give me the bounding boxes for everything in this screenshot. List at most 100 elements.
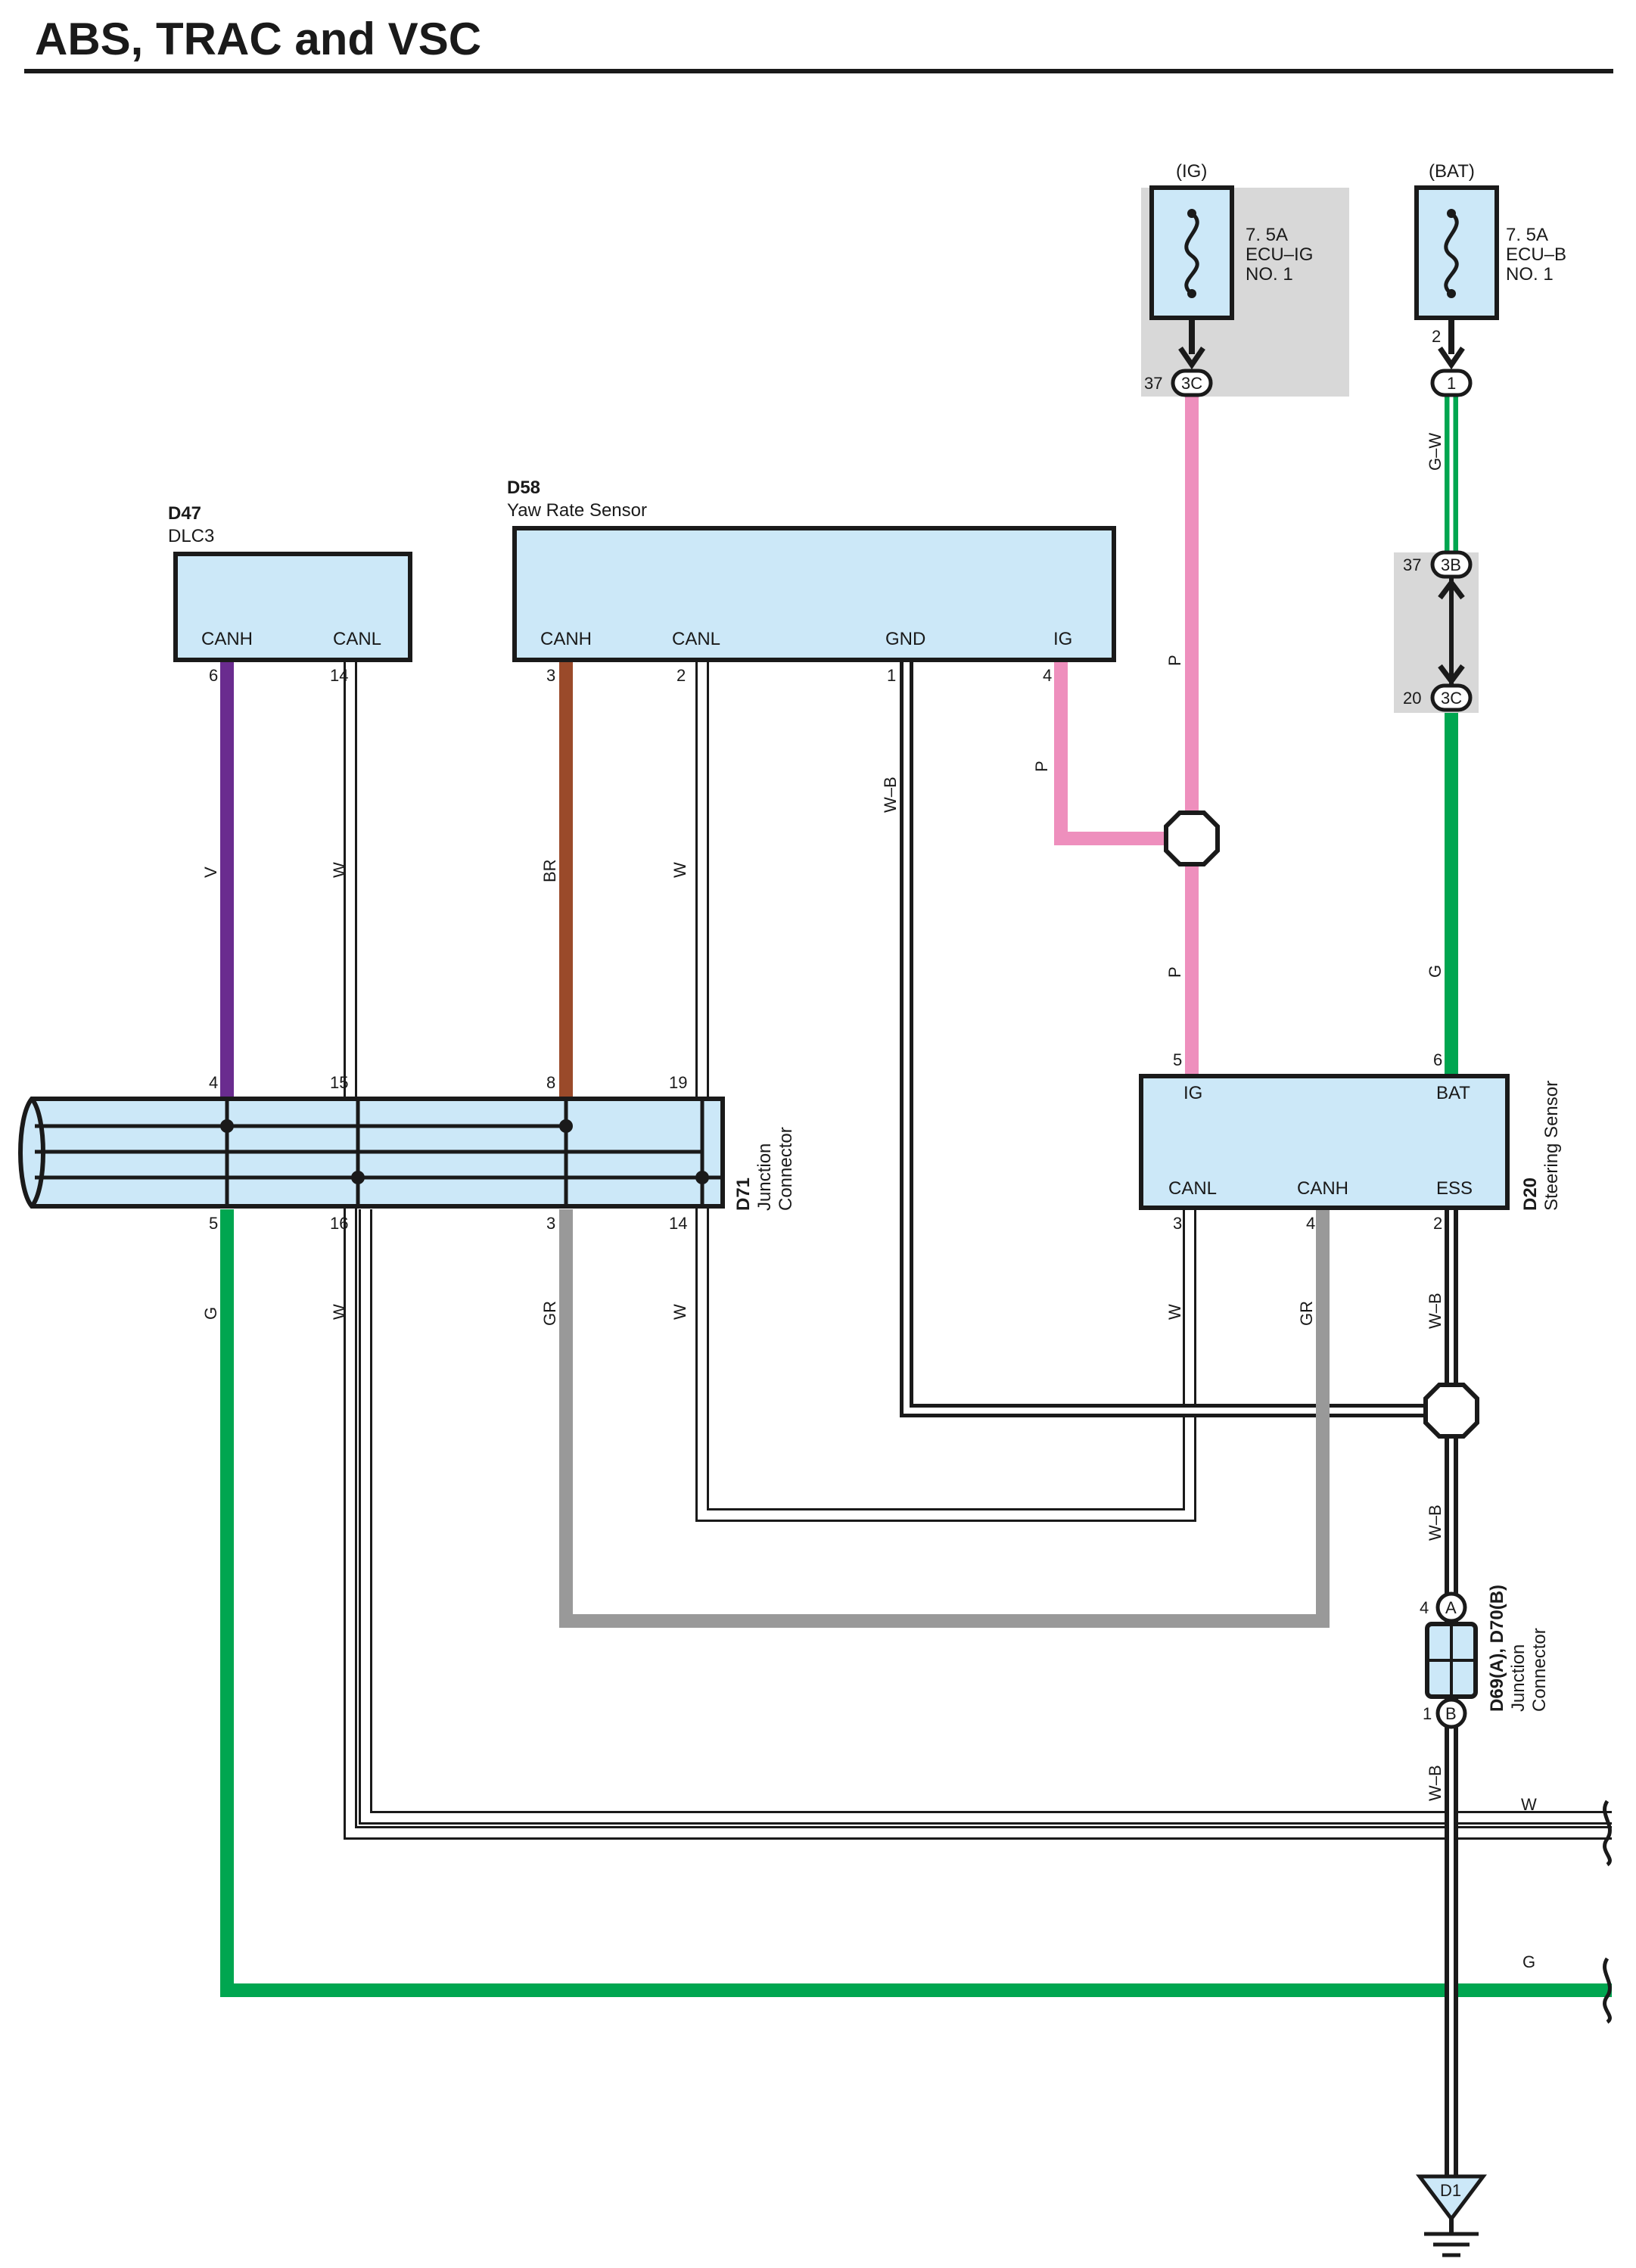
d71-node-4 bbox=[695, 1171, 709, 1184]
bat-source-label: (BAT) bbox=[1429, 161, 1475, 182]
pin-d71-t3: 8 bbox=[546, 1073, 555, 1092]
d71-name-2: Connector bbox=[776, 1127, 796, 1211]
pin-d58-gnd: 1 bbox=[887, 666, 896, 685]
fuse-ig-name: ECU–IG bbox=[1246, 244, 1313, 265]
pin-d71-t2: 15 bbox=[330, 1073, 348, 1092]
wire-d71-14-to-d20-canl bbox=[695, 1209, 1196, 1522]
d71-node-1 bbox=[220, 1119, 234, 1133]
conn-1-bat-label: 1 bbox=[1447, 374, 1456, 393]
wire-d71-16-core bbox=[361, 1209, 1612, 1822]
d69-pin-a bbox=[1435, 1591, 1467, 1623]
page-title: ABS, TRAC and VSC bbox=[35, 14, 481, 64]
wlbl-gr2: GR bbox=[1297, 1301, 1316, 1326]
d58-canl-label: CANL bbox=[672, 629, 720, 649]
wlbl-w-right: W bbox=[1521, 1795, 1537, 1814]
ig-source-label: (IG) bbox=[1176, 161, 1207, 182]
d71-name-1: Junction bbox=[754, 1143, 775, 1211]
fuse-ig-dot-bot bbox=[1187, 289, 1196, 298]
pin-37-jb: 37 bbox=[1403, 555, 1421, 574]
wlbl-wb4: W–B bbox=[1426, 1765, 1445, 1801]
pin-d20-bat: 6 bbox=[1433, 1050, 1442, 1069]
d69-pin-b-num: 1 bbox=[1423, 1704, 1432, 1723]
d47-canl-label: CANL bbox=[333, 629, 381, 649]
wlbl-p2: P bbox=[1165, 655, 1184, 666]
d69-pin-b bbox=[1435, 1697, 1467, 1729]
d58-name: Yaw Rate Sensor bbox=[507, 500, 647, 521]
fuse-ecu-ig-box bbox=[1149, 185, 1234, 320]
fuse-ig-amp: 7. 5A bbox=[1246, 225, 1288, 245]
wlbl-gr1: GR bbox=[540, 1301, 559, 1326]
pin-d47-canl: 14 bbox=[330, 666, 348, 685]
conn-1-bat bbox=[1430, 369, 1473, 397]
fuse-ecu-b-icon bbox=[1444, 211, 1459, 296]
pin-d71-b1: 5 bbox=[209, 1214, 218, 1233]
wire-d71-3-gray bbox=[559, 1209, 1330, 1628]
pin-2-bat: 2 bbox=[1432, 327, 1441, 346]
d20-label-group: D20 Steering Sensor bbox=[1520, 1081, 1562, 1211]
wlbl-g-right: G bbox=[1522, 1952, 1535, 1971]
d58-gnd-label: GND bbox=[885, 629, 925, 649]
d69-code: D69(A), D70(B) bbox=[1487, 1585, 1507, 1712]
wlbl-g2: G bbox=[201, 1307, 220, 1320]
d20-ess-label: ESS bbox=[1436, 1178, 1473, 1199]
d58-ig-label: IG bbox=[1053, 629, 1072, 649]
d71-node-2 bbox=[559, 1119, 573, 1133]
conn-3c-jb-label: 3C bbox=[1441, 689, 1462, 708]
fuse-ecu-ig-icon bbox=[1184, 211, 1199, 296]
conn-3c-jb bbox=[1430, 683, 1473, 712]
fuse-ig-arrow bbox=[1178, 347, 1205, 370]
ground-d1-label: D1 bbox=[1440, 2181, 1461, 2200]
wire-d47-canl bbox=[344, 660, 1612, 1840]
wlbl-w3: W bbox=[330, 1304, 349, 1320]
d20-bat-label: BAT bbox=[1436, 1083, 1470, 1103]
pin-d58-canh: 3 bbox=[546, 666, 555, 685]
wire-d58-gnd bbox=[900, 660, 1451, 1417]
conn-3c-ig-label: 3C bbox=[1181, 374, 1202, 393]
d20-canh-label: CANH bbox=[1297, 1178, 1348, 1199]
d69-pin-b-label: B bbox=[1445, 1704, 1457, 1723]
wlbl-w4: W bbox=[670, 1304, 689, 1320]
d58-canh-label: CANH bbox=[540, 629, 592, 649]
break-mark-w bbox=[1603, 1800, 1612, 1867]
conn-3b-label: 3B bbox=[1441, 555, 1461, 574]
fuse-ig-no: NO. 1 bbox=[1246, 264, 1293, 285]
fuse-b-name: ECU–B bbox=[1506, 244, 1566, 265]
d20-code: D20 bbox=[1520, 1178, 1541, 1211]
d69-name-2: Connector bbox=[1529, 1628, 1550, 1712]
ground-d1-triangle bbox=[1416, 2174, 1487, 2223]
fuse-b-dot-top bbox=[1447, 209, 1456, 218]
d47-code: D47 bbox=[168, 503, 201, 524]
pin-20-jb: 20 bbox=[1403, 689, 1421, 708]
pin-d47-canh: 6 bbox=[209, 666, 218, 685]
d20-steering-sensor-box bbox=[1139, 1074, 1510, 1210]
pin-d71-b2: 16 bbox=[330, 1214, 348, 1233]
conn-3c-ig bbox=[1171, 369, 1213, 397]
wire-d58-gnd-core bbox=[904, 660, 1451, 1414]
fuse-b-no: NO. 1 bbox=[1506, 264, 1554, 285]
pin-d58-ig: 4 bbox=[1043, 666, 1052, 685]
d71-node-3 bbox=[351, 1171, 365, 1184]
pin-d20-ess: 2 bbox=[1433, 1214, 1442, 1233]
d69-name-1: Junction bbox=[1508, 1644, 1529, 1712]
wlbl-g1: G bbox=[1426, 965, 1445, 978]
d58-code: D58 bbox=[507, 478, 540, 498]
splice-ig bbox=[1164, 810, 1220, 866]
splice-ground bbox=[1423, 1383, 1479, 1439]
pin-d71-t4: 19 bbox=[669, 1073, 687, 1092]
d69-pin-a-num: 4 bbox=[1420, 1598, 1429, 1617]
wlbl-wb1: W–B bbox=[881, 776, 900, 813]
jb-arrow-up bbox=[1438, 578, 1465, 600]
wire-d58-ig bbox=[1054, 660, 1192, 845]
wire-d71-14-core bbox=[698, 1209, 1194, 1520]
wlbl-w5: W bbox=[1165, 1304, 1184, 1320]
d71-label-group: D71 Junction Connector bbox=[733, 1127, 796, 1211]
d71-code: D71 bbox=[733, 1178, 754, 1211]
d20-ig-label: IG bbox=[1183, 1083, 1202, 1103]
pin-d71-t1: 4 bbox=[209, 1073, 218, 1092]
d20-name: Steering Sensor bbox=[1541, 1081, 1562, 1211]
d69-label-group: D69(A), D70(B) Junction Connector bbox=[1487, 1585, 1550, 1712]
pin-d71-b3: 3 bbox=[546, 1214, 555, 1233]
d47-name: DLC3 bbox=[168, 526, 214, 546]
wlbl-p3: P bbox=[1165, 966, 1184, 978]
